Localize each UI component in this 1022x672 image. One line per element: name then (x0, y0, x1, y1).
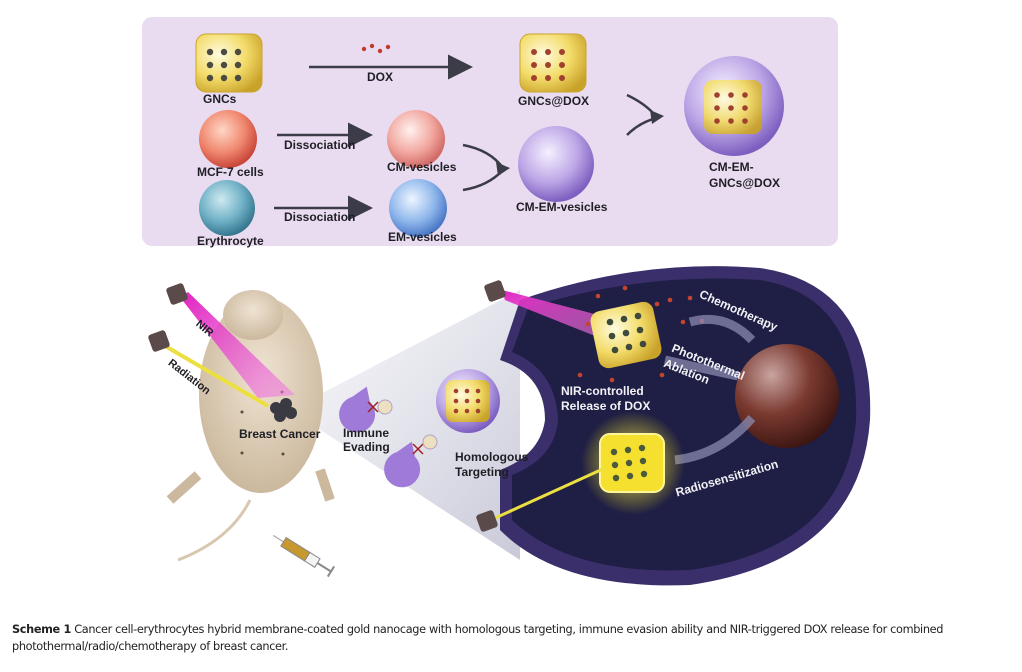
macrophage-icon-2 (384, 434, 438, 488)
cm-em-gnc-dox-icon (684, 56, 784, 156)
figure-caption: Scheme 1 Cancer cell-erythrocytes hybrid… (12, 621, 1012, 655)
nucleus-icon (735, 344, 839, 448)
immune-label-line2: Evading (343, 440, 390, 454)
magnification-cone (290, 290, 520, 560)
nir-emitter-mouse (166, 283, 188, 305)
breast-cancer-label: Breast Cancer (239, 427, 321, 441)
released-dox-icon (577, 285, 705, 383)
caption-text: Cancer cell-erythrocytes hybrid membrane… (12, 623, 944, 653)
product-label-line1: CM-EM- (709, 160, 754, 174)
syringe-icon (273, 535, 336, 578)
dox-label: DOX (367, 70, 394, 84)
radiation-beam-cell (492, 466, 606, 521)
dissociation-label-1: Dissociation (284, 138, 356, 152)
release-cube-icon (590, 301, 662, 369)
radiosensitizer-cube-icon (599, 433, 665, 493)
erythrocyte-icon (199, 180, 255, 236)
cm-em-vesicles-label: CM-EM-vesicles (516, 200, 608, 214)
mcf7-cell-icon (199, 110, 257, 168)
immune-label-line1: Immune (343, 426, 390, 440)
erythrocyte-label: Erythrocyte (197, 234, 264, 248)
cm-vesicle-icon (387, 110, 445, 168)
gnc-cube-icon (195, 33, 263, 93)
homologous-label-line1: Homologous (455, 450, 529, 464)
em-vesicles-label: EM-vesicles (388, 230, 457, 244)
tumor-icon (270, 398, 297, 422)
homologous-label-line2: Targeting (455, 465, 509, 479)
chemotherapy-arrow (688, 314, 756, 344)
gnc-dox-cube-icon (519, 33, 587, 93)
gncs-label: GNCs (203, 92, 237, 106)
dox-molecules-icon (361, 43, 391, 54)
dissociation-label-2: Dissociation (284, 210, 356, 224)
nir-release-label-line2: Release of DOX (561, 399, 651, 413)
em-vesicle-icon (389, 179, 447, 237)
nir-release-label-line1: NIR-controlled (561, 384, 644, 398)
photothermal-arrow (663, 355, 739, 381)
cm-vesicles-label: CM-vesicles (387, 160, 457, 174)
targeting-nanoparticle-icon (436, 369, 500, 433)
gncs-dox-label: GNCs@DOX (518, 94, 590, 108)
cm-em-vesicle-icon (518, 126, 594, 202)
product-label-line2: GNCs@DOX (709, 176, 781, 190)
radiation-emitter-mouse (148, 330, 170, 352)
nir-emitter-cell (484, 280, 506, 302)
caption-label: Scheme 1 (12, 623, 71, 636)
macrophage-icon-1 (339, 386, 393, 433)
nir-beam-cell (502, 290, 610, 340)
mcf7-label: MCF-7 cells (197, 165, 264, 179)
radiation-beam-mouse (158, 341, 270, 408)
mouse-icon (166, 290, 335, 562)
nir-beam-mouse (180, 292, 295, 398)
radiation-emitter-cell (476, 510, 498, 532)
